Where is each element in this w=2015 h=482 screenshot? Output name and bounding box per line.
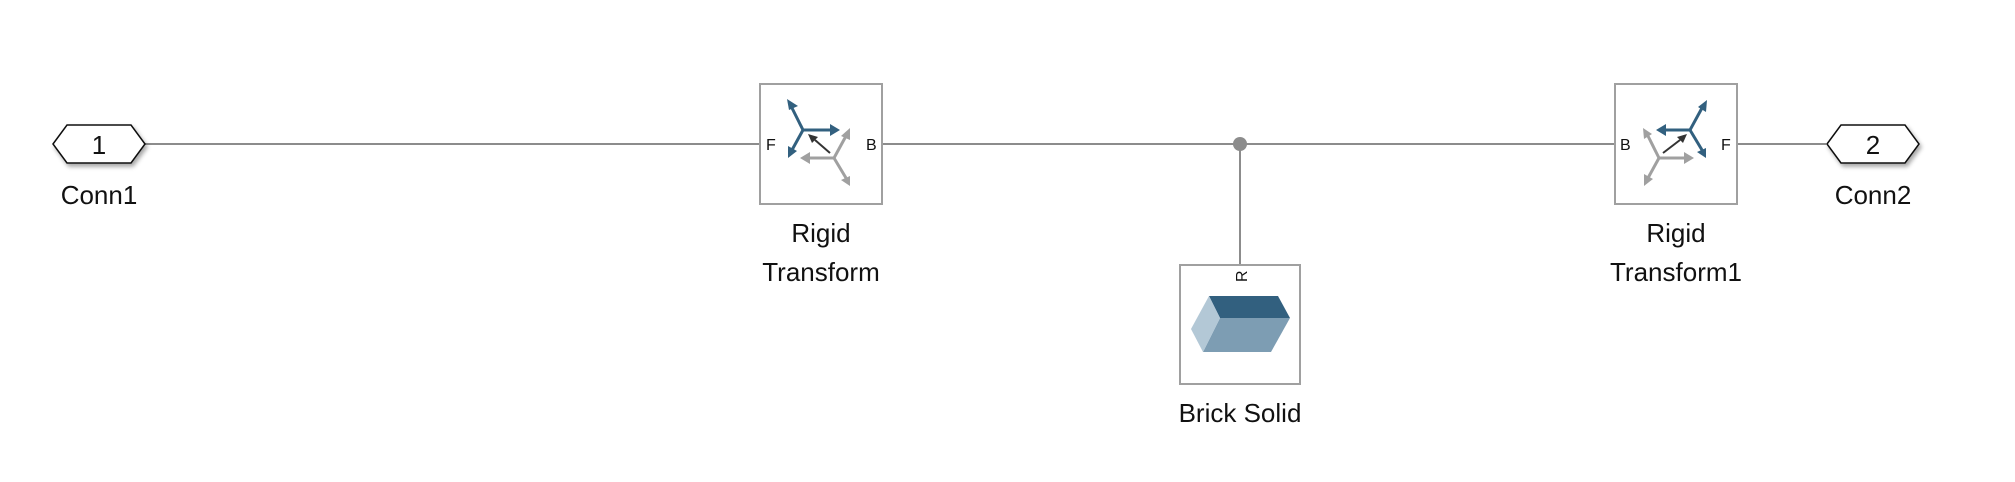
connection-lines <box>145 137 1826 265</box>
rigid-transform1-label-line1: Rigid <box>1646 218 1706 248</box>
rigid-transform-label-line2: Transform <box>762 257 880 287</box>
rigid-transform1-label-line2: Transform1 <box>1610 257 1742 287</box>
conn2-label: Conn2 <box>1834 180 1912 210</box>
rigid-transform-label-line1: Rigid <box>791 218 851 248</box>
brick-solid-block[interactable]: R <box>1179 264 1301 385</box>
rigid-transform-block[interactable]: F B <box>759 83 883 205</box>
conn2-block[interactable]: 2 <box>1826 124 1920 164</box>
conn1-number: 1 <box>92 130 106 160</box>
rigid-transform1-block[interactable]: B F <box>1614 83 1738 205</box>
rigid-transform-port-b: B <box>866 137 877 154</box>
rigid-transform-port-f: F <box>766 137 776 154</box>
frame-transform-icon <box>1643 100 1707 186</box>
rigid-transform1-port-b: B <box>1620 137 1631 154</box>
conn1-block[interactable]: 1 <box>52 124 146 164</box>
brick-solid-port-r: R <box>1234 270 1251 282</box>
conn2-number: 2 <box>1866 130 1880 160</box>
rigid-transform1-port-f: F <box>1721 137 1731 154</box>
conn1-label: Conn1 <box>60 180 138 210</box>
frame-transform-icon <box>787 99 850 186</box>
junction-dot[interactable] <box>1233 137 1247 151</box>
brick-icon <box>1191 296 1290 352</box>
brick-solid-label: Brick Solid <box>1178 398 1302 428</box>
